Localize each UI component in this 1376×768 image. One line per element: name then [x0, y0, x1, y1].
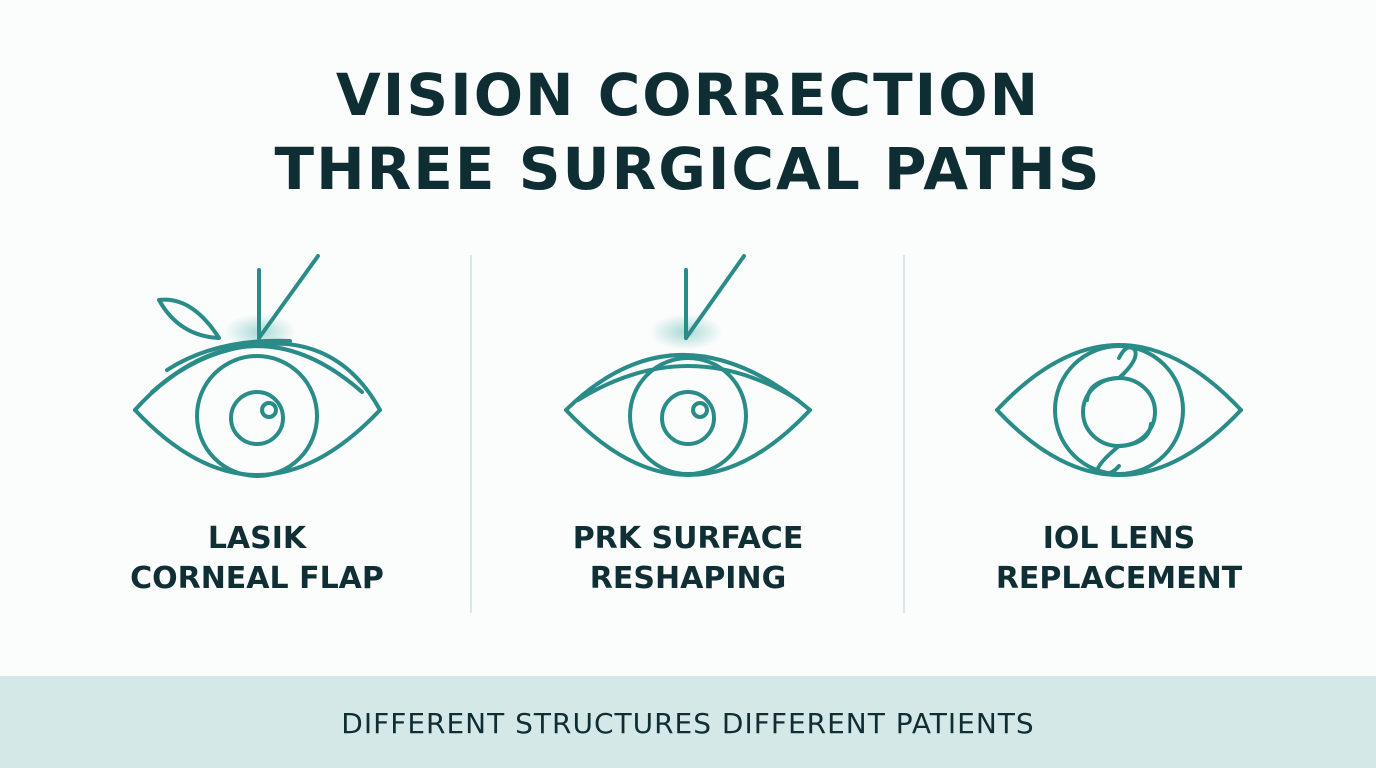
title-line-2: THREE SURGICAL PATHS [274, 135, 1102, 203]
procedure-label-line-2: CORNEAL FLAP [130, 561, 384, 596]
eye-with-lens-implant-icon [969, 240, 1269, 490]
procedure-label-line-2: RESHAPING [589, 561, 787, 596]
footer-banner: DIFFERENT STRUCTURES DIFFERENT PATIENTS [0, 676, 1376, 768]
eye-with-flap-icon [107, 240, 407, 490]
column-divider-left [470, 255, 472, 613]
eye-with-surface-laser-icon [538, 240, 838, 490]
page-title: VISION CORRECTION THREE SURGICAL PATHS [0, 58, 1376, 206]
column-divider-right [903, 255, 905, 613]
procedure-label-lasik: LASIK CORNEAL FLAP [57, 519, 457, 599]
procedure-label-line-2: REPLACEMENT [995, 561, 1243, 596]
procedure-label-iol: IOL LENS REPLACEMENT [919, 519, 1319, 599]
procedure-label-prk: PRK SURFACE RESHAPING [488, 519, 888, 599]
procedure-label-line-1: PRK SURFACE [572, 521, 804, 556]
footer-text: DIFFERENT STRUCTURES DIFFERENT PATIENTS [341, 707, 1035, 740]
procedure-label-line-1: IOL LENS [1042, 521, 1196, 556]
title-line-1: VISION CORRECTION [335, 61, 1041, 129]
procedure-label-line-1: LASIK [207, 521, 307, 556]
